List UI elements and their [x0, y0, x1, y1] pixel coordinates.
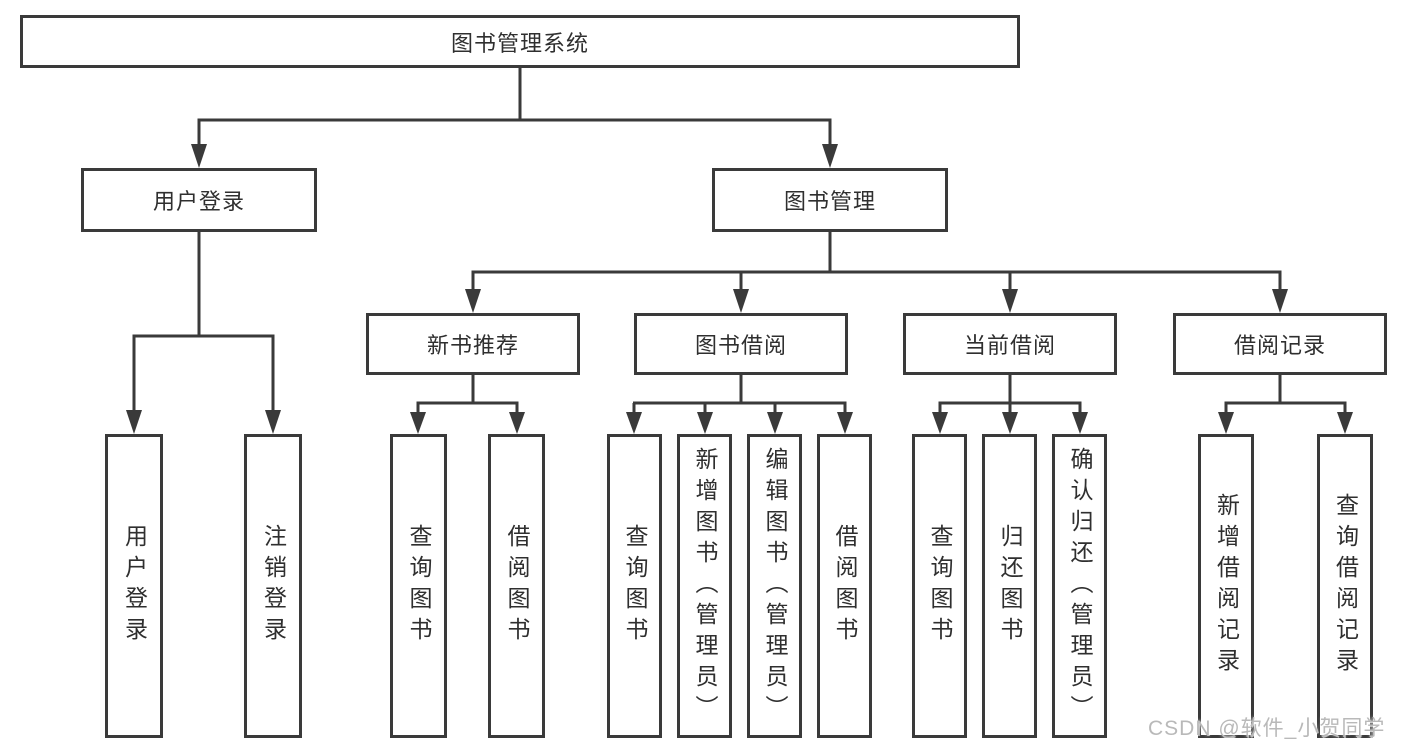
leaf-query-borrow-record: 查询借阅记录 — [1317, 434, 1373, 738]
node-label: 借阅图书 — [832, 524, 858, 648]
node-label: 图书管理 — [783, 189, 876, 214]
connector-root-to-level2 — [191, 68, 838, 168]
node-label: 用户登录 — [152, 189, 245, 214]
node-book-management: 图书管理 — [712, 168, 948, 232]
connector-book-borrow-children — [626, 375, 853, 434]
node-user-login: 用户登录 — [81, 168, 317, 232]
node-label: 当前借阅 — [963, 333, 1056, 358]
leaf-add-borrow-record: 新增借阅记录 — [1198, 434, 1254, 738]
node-label: 借阅图书 — [504, 524, 530, 648]
leaf-edit-books-admin: 编辑图书（管理员） — [747, 434, 802, 738]
node-label: 新书推荐 — [426, 333, 519, 358]
node-label: 编辑图书（管理员） — [762, 446, 788, 726]
node-label: 查询图书 — [622, 524, 648, 648]
leaf-query-books-recommend: 查询图书 — [390, 434, 447, 738]
leaf-query-books-current: 查询图书 — [912, 434, 967, 738]
node-label: 借阅记录 — [1233, 333, 1326, 358]
csdn-watermark: CSDN @软件_小贺同学 — [1148, 717, 1386, 740]
node-book-borrow: 图书借阅 — [634, 313, 848, 375]
node-current-borrow: 当前借阅 — [903, 313, 1117, 375]
node-new-book-recommend: 新书推荐 — [366, 313, 580, 375]
leaf-query-books-borrow: 查询图书 — [607, 434, 662, 738]
leaf-add-books-admin: 新增图书（管理员） — [677, 434, 732, 738]
node-label: 新增图书（管理员） — [692, 446, 718, 726]
node-label: 确认归还（管理员） — [1067, 446, 1093, 726]
connector-current-borrow-children — [932, 375, 1088, 434]
node-library-management-system: 图书管理系统 — [20, 15, 1020, 68]
leaf-logout: 注销登录 — [244, 434, 302, 738]
node-label: 归还图书 — [997, 524, 1023, 648]
leaf-user-login: 用户登录 — [105, 434, 163, 738]
connector-user-login-children — [126, 232, 281, 434]
leaf-return-books: 归还图书 — [982, 434, 1037, 738]
leaf-confirm-return-admin: 确认归还（管理员） — [1052, 434, 1107, 738]
connector-borrow-records-children — [1218, 375, 1353, 434]
connector-book-management-to-level3 — [465, 232, 1288, 313]
node-label: 查询图书 — [927, 524, 953, 648]
leaf-borrow-books-recommend: 借阅图书 — [488, 434, 545, 738]
connector-new-book-recommend-children — [410, 375, 525, 434]
node-label: 图书借阅 — [694, 333, 787, 358]
node-label: 查询图书 — [406, 524, 432, 648]
node-label: 用户登录 — [121, 524, 148, 648]
node-label: 新增借阅记录 — [1213, 493, 1240, 679]
node-label: 图书管理系统 — [450, 30, 589, 56]
node-label: 注销登录 — [260, 524, 287, 648]
node-borrow-records: 借阅记录 — [1173, 313, 1387, 375]
node-label: 查询借阅记录 — [1332, 493, 1359, 679]
leaf-borrow-books: 借阅图书 — [817, 434, 872, 738]
